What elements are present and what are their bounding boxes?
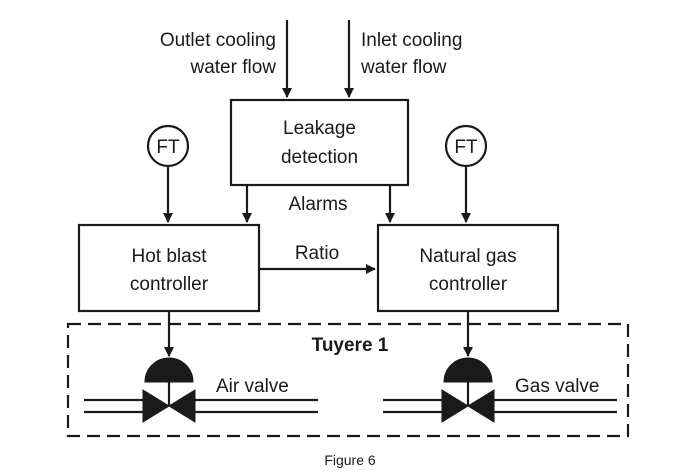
inlet-cooling-label-1: Inlet cooling — [361, 30, 462, 51]
gas-valve-body-left — [441, 389, 469, 423]
air-valve-actuator — [144, 357, 194, 383]
gas-valve-body-right — [467, 389, 495, 423]
air-valve-body-right — [168, 389, 196, 423]
tuyere-label: Tuyere 1 — [312, 335, 389, 356]
ft-left-label: FT — [156, 137, 180, 158]
figure-caption: Figure 6 — [324, 452, 376, 468]
leakage-detection-label-1: Leakage — [283, 118, 356, 139]
air-valve-label: Air valve — [216, 376, 289, 397]
ft-right-label: FT — [454, 137, 478, 158]
air-valve-body-left — [142, 389, 170, 423]
natural-gas-label-2: controller — [429, 274, 508, 295]
gas-valve-actuator — [443, 357, 493, 383]
gas-valve-label: Gas valve — [515, 376, 599, 397]
natural-gas-controller-box — [376, 223, 560, 313]
outlet-cooling-label-2: water flow — [189, 57, 276, 78]
tuyere-enclosure — [66, 322, 630, 438]
leakage-detection-label-2: detection — [281, 147, 358, 168]
gas-valve — [383, 357, 617, 423]
hot-blast-label-2: controller — [130, 274, 209, 295]
air-valve — [84, 357, 318, 423]
ratio-label: Ratio — [295, 243, 339, 264]
hot-blast-controller-box — [77, 223, 261, 313]
inlet-cooling-label-2: water flow — [360, 57, 447, 78]
leakage-detection-box — [229, 98, 410, 187]
alarms-label: Alarms — [288, 194, 347, 215]
natural-gas-label-1: Natural gas — [419, 246, 516, 267]
outlet-cooling-label-1: Outlet cooling — [160, 30, 276, 51]
hot-blast-label-1: Hot blast — [132, 246, 208, 267]
